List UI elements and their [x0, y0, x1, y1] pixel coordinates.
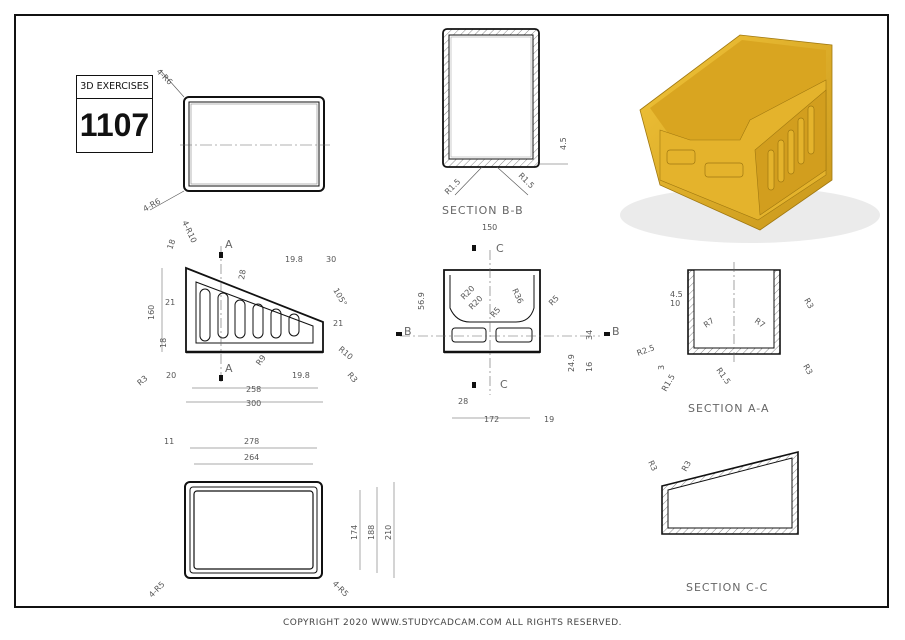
svg-text:R36: R36: [510, 287, 525, 305]
svg-text:R3: R3: [646, 459, 659, 472]
bottom-view: 278 264 11 174 188 210 4-R5 4-R5: [147, 437, 395, 600]
badge-header: 3D EXERCISES: [77, 76, 152, 99]
svg-text:R1.5: R1.5: [714, 366, 732, 386]
svg-text:R3: R3: [801, 363, 814, 377]
svg-text:R5: R5: [489, 305, 503, 319]
svg-text:188: 188: [367, 525, 376, 540]
section-cc-label: SECTION C-C: [686, 581, 768, 594]
svg-text:R5: R5: [547, 294, 561, 308]
dim-bottom-r: 4-R6: [142, 197, 163, 214]
svg-text:18: 18: [159, 338, 168, 348]
svg-text:A: A: [225, 238, 234, 251]
badge-number: 1107: [79, 107, 150, 143]
dim-top-r: 4-R6: [155, 67, 175, 87]
svg-text:150: 150: [482, 223, 497, 232]
svg-text:R3: R3: [680, 459, 693, 473]
svg-text:R3: R3: [802, 297, 815, 311]
section-bb-view: 4.5 R1.5 R1.5 SECTION B-B: [442, 28, 568, 217]
svg-text:258: 258: [246, 385, 261, 394]
side-view: A A 160 21 18 18 4-R10 28 19.8 30 105° 2…: [136, 219, 360, 408]
svg-text:56.9: 56.9: [417, 292, 426, 310]
section-bb-label: SECTION B-B: [442, 204, 524, 217]
svg-text:B: B: [612, 325, 621, 338]
svg-text:20: 20: [166, 371, 176, 380]
svg-text:3: 3: [657, 365, 666, 370]
svg-text:16: 16: [585, 362, 594, 372]
svg-text:4.5: 4.5: [559, 137, 568, 150]
section-cc-view: R3 R3 SECTION C-C: [646, 450, 799, 594]
section-aa-view: 4.5 10 R7 R7 R3 R2.5 3 R1.5 R1.5 R3 SECT…: [636, 262, 815, 415]
svg-text:174: 174: [350, 525, 359, 540]
svg-text:21: 21: [333, 319, 343, 328]
svg-text:C: C: [496, 242, 505, 255]
svg-text:R10: R10: [337, 345, 355, 362]
svg-text:R2.5: R2.5: [636, 343, 656, 358]
svg-text:34: 34: [585, 330, 594, 340]
svg-text:19: 19: [544, 415, 554, 424]
svg-text:30: 30: [326, 255, 336, 264]
svg-text:18: 18: [165, 238, 177, 251]
svg-text:R3: R3: [136, 374, 150, 388]
section-aa-label: SECTION A-A: [688, 402, 770, 415]
svg-text:10: 10: [670, 299, 680, 308]
svg-text:264: 264: [244, 453, 259, 462]
svg-text:C: C: [500, 378, 509, 391]
svg-text:105°: 105°: [331, 287, 348, 308]
svg-text:160: 160: [147, 305, 156, 320]
svg-text:28: 28: [237, 269, 248, 281]
exercise-badge: 3D EXERCISES 1107: [76, 75, 153, 153]
top-view: 4-R6 4-R6: [142, 67, 330, 214]
svg-text:19.8: 19.8: [292, 371, 310, 380]
svg-text:278: 278: [244, 437, 259, 446]
front-view: 150 C C B B R20 R20 R5 R36 R5 56.9 34 24…: [396, 223, 621, 424]
svg-text:28: 28: [458, 397, 468, 406]
svg-text:19.8: 19.8: [285, 255, 303, 264]
svg-text:4.5: 4.5: [670, 290, 683, 299]
svg-text:11: 11: [164, 437, 174, 446]
svg-text:4-R5: 4-R5: [147, 580, 167, 600]
svg-text:4-R5: 4-R5: [331, 579, 351, 599]
svg-text:B: B: [404, 325, 413, 338]
svg-text:A: A: [225, 362, 234, 375]
svg-text:R1.5: R1.5: [443, 177, 462, 196]
copyright-footer: COPYRIGHT 2020 WWW.STUDYCADCAM.COM ALL R…: [282, 618, 623, 628]
svg-text:21: 21: [165, 298, 175, 307]
svg-text:R9: R9: [254, 353, 267, 367]
svg-text:R3: R3: [345, 371, 359, 385]
svg-text:24.9: 24.9: [567, 354, 576, 372]
svg-text:210: 210: [384, 525, 393, 540]
drawing-frame: [14, 14, 889, 608]
svg-text:172: 172: [484, 415, 499, 424]
dim-r10: 4-R10: [180, 219, 198, 244]
svg-text:300: 300: [246, 399, 261, 408]
svg-text:R1.5: R1.5: [660, 373, 677, 393]
3d-model-render: [620, 34, 880, 243]
